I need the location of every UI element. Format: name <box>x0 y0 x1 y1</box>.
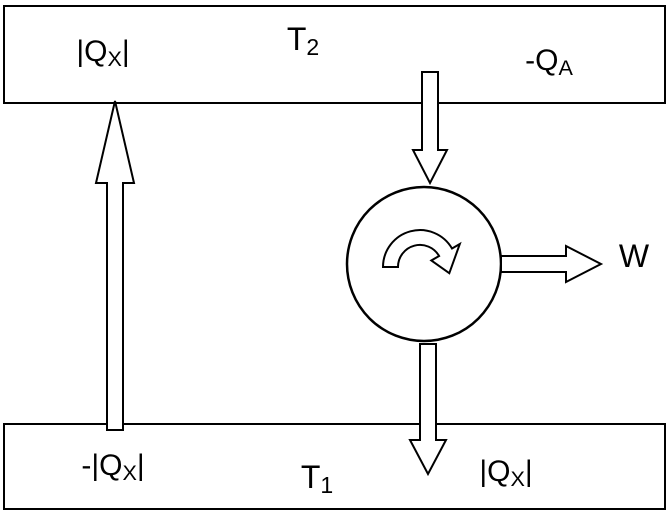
label-base: T <box>300 459 321 495</box>
label-base: -Q <box>525 44 559 77</box>
label-bottom-heat-qx: |QX| <box>479 455 533 490</box>
heat-in-down-arrow-icon <box>411 71 449 186</box>
engine-circle <box>345 185 503 343</box>
label-subscript: 1 <box>320 472 334 499</box>
work-right-arrow-icon <box>500 244 604 284</box>
label-top-heat-qa: -QA <box>525 44 573 79</box>
clockwise-rotation-arrow-icon <box>381 229 462 275</box>
hot-reservoir-box <box>3 5 666 104</box>
label-subscript: A <box>558 54 573 80</box>
cold-reservoir-box <box>3 423 666 510</box>
label-base: -|Q <box>81 449 123 482</box>
label-base: W <box>618 238 650 274</box>
label-top-temperature: T2 <box>286 21 319 59</box>
label-base: |Q <box>76 35 108 68</box>
label-bottom-temperature: T1 <box>300 459 333 497</box>
label-base: T <box>286 21 307 57</box>
label-base: | <box>121 35 130 68</box>
label-base: |Q <box>479 455 511 488</box>
label-subscript: 2 <box>306 34 320 61</box>
label-bottom-heat-qx-negative: -|QX| <box>81 449 145 484</box>
label-subscript: X <box>107 45 122 71</box>
up-arrow-icon <box>94 100 136 431</box>
label-subscript: X <box>510 465 525 491</box>
label-subscript: X <box>122 459 137 485</box>
label-base: | <box>524 455 533 488</box>
label-top-heat-qx: |QX| <box>76 35 130 70</box>
label-work-output: W <box>619 240 649 272</box>
label-base: | <box>136 449 145 482</box>
heat-out-down-arrow-icon <box>408 343 448 477</box>
